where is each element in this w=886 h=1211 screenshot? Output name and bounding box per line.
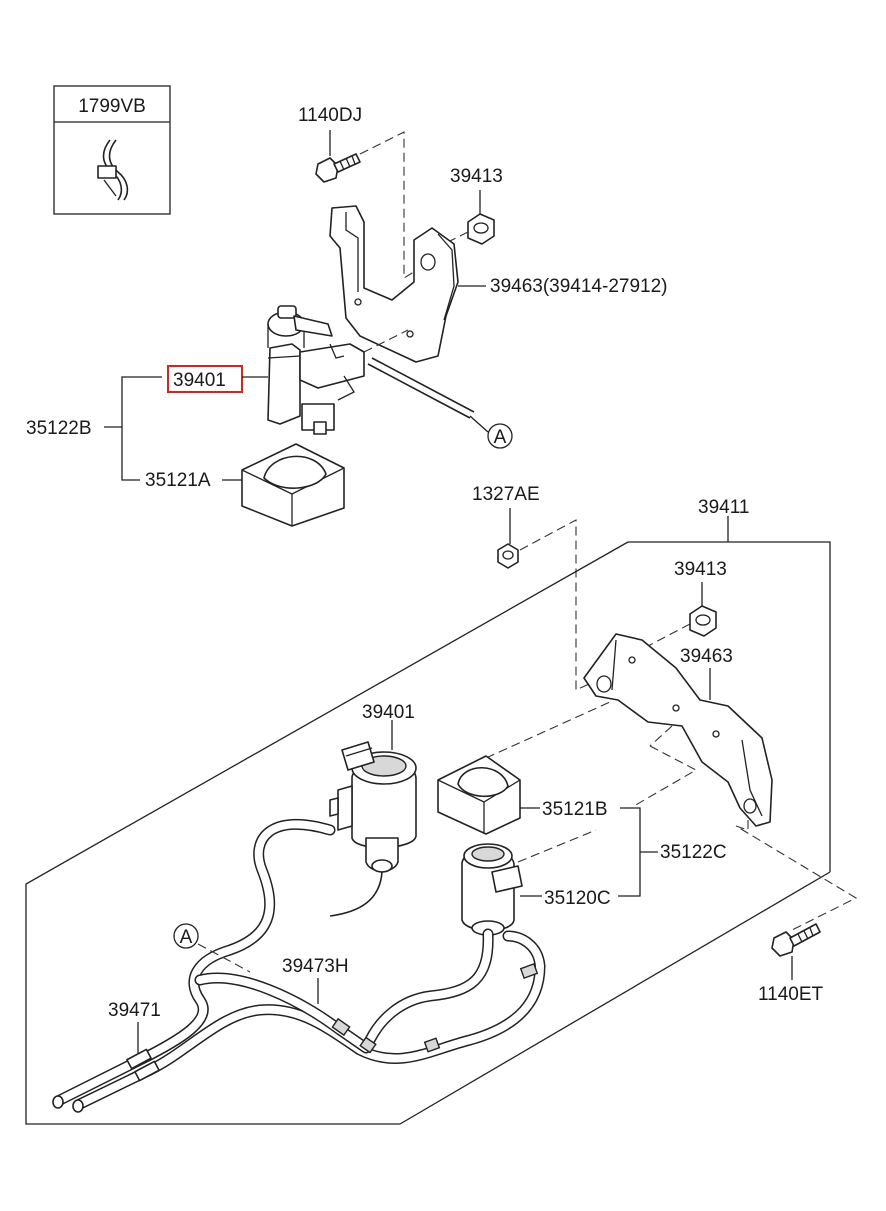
highlight-box-39401: [167, 365, 243, 393]
bolt-1140dj-icon: [315, 153, 361, 183]
label-39473h[interactable]: 39473H: [282, 956, 349, 977]
label-1140dj[interactable]: 1140DJ: [298, 105, 362, 126]
valve-39401-lower: [329, 741, 417, 873]
label-35122c[interactable]: 35122C: [660, 842, 727, 863]
clip-box: 1799VB: [53, 85, 171, 215]
label-39463-lower[interactable]: 39463: [680, 646, 733, 667]
clamp-35121b: [437, 755, 521, 835]
label-a-lower[interactable]: A: [180, 927, 193, 948]
label-39463-top[interactable]: 39463(39414-27912): [490, 276, 668, 297]
label-1327ae[interactable]: 1327AE: [472, 484, 540, 505]
label-35121a[interactable]: 35121A: [145, 470, 211, 491]
clamp-35121a: [241, 443, 345, 527]
label-39413-top[interactable]: 39413: [450, 166, 503, 187]
valve-35120c: [461, 843, 523, 936]
bolt-1140et-icon: [771, 923, 821, 957]
callout-a-lower: A: [173, 923, 199, 949]
label-35122b[interactable]: 35122B: [26, 418, 92, 439]
label-1799vb[interactable]: 1799VB: [78, 96, 146, 117]
nut-39413-top-icon: [467, 213, 495, 245]
label-39401-top[interactable]: 39401: [173, 370, 226, 391]
bracket-39463-lower: [583, 633, 773, 827]
cable-tie-icon: [97, 139, 129, 201]
label-a-top[interactable]: A: [494, 427, 507, 448]
label-39411[interactable]: 39411: [698, 497, 749, 518]
label-39413-lower[interactable]: 39413: [674, 559, 727, 580]
label-35121b[interactable]: 35121B: [542, 799, 608, 820]
hose-assembly: [52, 818, 546, 1113]
valve-39401-top: [267, 305, 365, 435]
callout-a-top: A: [487, 423, 513, 449]
nut-39413-lower-icon: [689, 605, 717, 637]
label-1140et[interactable]: 1140ET: [758, 984, 824, 1005]
nut-1327ae-icon: [497, 543, 519, 569]
label-39401-lower[interactable]: 39401: [362, 702, 415, 723]
bracket-39463-top: [329, 205, 459, 363]
label-35120c[interactable]: 35120C: [544, 888, 611, 909]
label-39471[interactable]: 39471: [108, 1000, 161, 1021]
